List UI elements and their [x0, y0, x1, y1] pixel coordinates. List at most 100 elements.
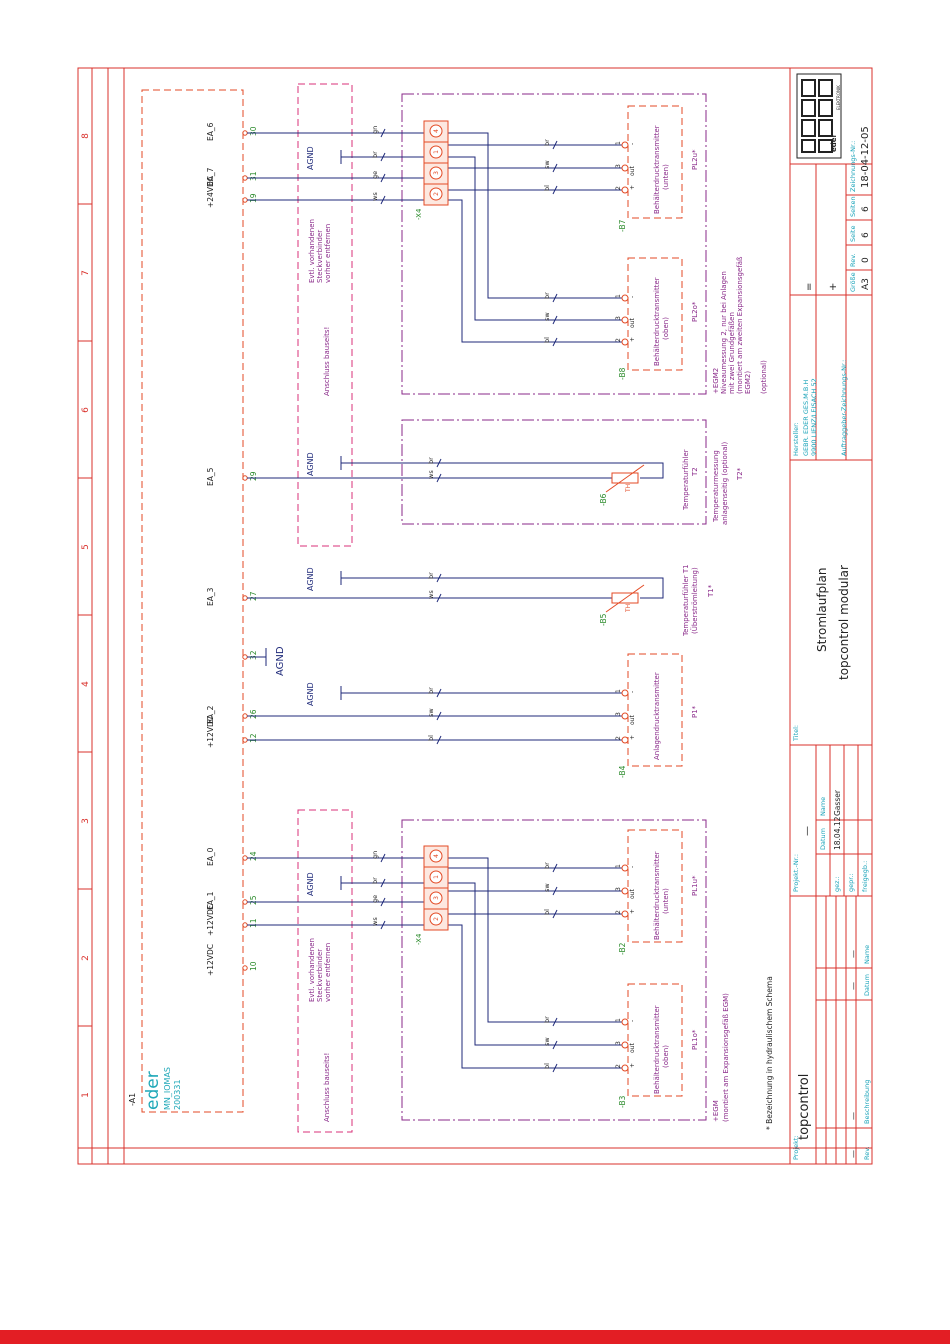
- name-value: Gasser: [833, 789, 842, 816]
- device-name: Behälterdrucktransmitter: [653, 1005, 661, 1094]
- wire-color: sw: [543, 312, 551, 321]
- wire-color: sw: [543, 160, 551, 169]
- title-block: [789, 67, 873, 1165]
- temp-sensor-b6: TH -B6 Temperaturfühler T2 Temperaturmes…: [599, 441, 744, 525]
- projekt-value: topcontrol: [797, 1074, 812, 1140]
- wire-color: sw: [427, 708, 435, 717]
- terminal-27: 27 EA_3: [206, 587, 258, 606]
- column-number: 2: [81, 955, 91, 961]
- name-label: Name: [819, 797, 827, 816]
- terminal-number: 31: [249, 171, 258, 181]
- anschluss-label: Anschluss bauseits!: [323, 1053, 331, 1122]
- connector-pin: 1: [433, 875, 440, 879]
- egm-title: +EGM: [712, 1100, 720, 1122]
- sensor-id: T2*: [736, 467, 744, 481]
- hersteller-line1: GEBR. EDER GES.M.B.H: [802, 380, 810, 456]
- wire-color: ws: [371, 192, 379, 201]
- wire-color: br: [427, 572, 435, 579]
- sensor-sub: (Überströmleitung): [690, 567, 699, 634]
- pin-sign: -: [629, 691, 636, 693]
- module-ref: -A1: [128, 1093, 137, 1106]
- column-number: 7: [81, 270, 91, 276]
- terminal-number: 24: [249, 851, 258, 861]
- pin-sign: -: [629, 296, 636, 298]
- sensor-name: Temperaturfühler: [682, 449, 690, 511]
- terminal-signal: EA_6: [206, 122, 215, 141]
- column-number: 3: [81, 818, 91, 824]
- seiten-value: 6: [861, 206, 871, 212]
- terminal-signal: EA_3: [206, 587, 215, 606]
- wire-color: br: [543, 139, 551, 146]
- egm2-line: (optional): [760, 360, 768, 394]
- datum-dash: —: [849, 982, 858, 990]
- terminal-29: 29 EA_5: [206, 467, 258, 486]
- terminal-31: 31 EA_7: [206, 167, 258, 186]
- device-ref: -B3: [618, 1095, 627, 1108]
- pin-number: 3: [615, 1041, 622, 1045]
- anschluss-label: Anschluss bauseits!: [323, 327, 331, 396]
- pin-number: 1: [615, 294, 622, 298]
- device-b8: 1 3 2 - out + -B8 Behälterdrucktransmitt…: [615, 257, 699, 380]
- sensor-id: T1*: [707, 584, 715, 598]
- logo-text: eder: [830, 133, 838, 152]
- connector-ref: -X4: [415, 208, 423, 220]
- connector-x4-top: 4 1 3 2 -X4: [415, 120, 449, 220]
- column-number: 6: [81, 407, 91, 413]
- projekt-nr-value: —: [802, 826, 813, 836]
- pin-sign: -: [629, 866, 636, 868]
- terminal-number: 30: [249, 126, 258, 136]
- datum-col-label: Datum: [863, 974, 871, 996]
- evtl-line: vorher entfernen: [324, 943, 332, 1002]
- beschreibung-dash: —: [849, 1112, 858, 1120]
- terminal-25: 25 EA_1: [206, 891, 258, 910]
- agnd-label: AGND: [306, 452, 315, 476]
- datum-label: Datum: [819, 828, 827, 850]
- egm2-line: mit zwei Grundgefäßen: [728, 312, 736, 394]
- terminal-signal: +12VDC: [206, 944, 215, 976]
- hersteller-line2: 9900 LIENZ/LEISACH 52: [810, 378, 818, 456]
- terminal-signal: EA_0: [206, 847, 215, 866]
- terminal-26: 26 EA_2: [206, 705, 258, 724]
- terminal-10: 10 +12VDC: [206, 944, 258, 976]
- connector-pin: 2: [433, 192, 440, 196]
- egm2-line: EGM2): [744, 371, 752, 394]
- wire-color: ge: [371, 171, 379, 179]
- terminal-signal: EA_5: [206, 467, 215, 486]
- wire-color: bl: [543, 1063, 551, 1069]
- device-ref: -B8: [618, 367, 627, 380]
- wire-color: bl: [543, 185, 551, 191]
- terminal-number: 27: [249, 591, 258, 601]
- terminal-signal: EA_7: [206, 167, 215, 186]
- pin-number: 1: [615, 689, 622, 693]
- terminal-number: 19: [249, 193, 258, 203]
- terminal-number: 26: [249, 709, 258, 719]
- agnd-terminal-32: [247, 648, 267, 666]
- terminal-number: 32: [249, 650, 258, 660]
- rev2-label: Rev.: [849, 253, 857, 267]
- wire-color: br: [371, 151, 379, 158]
- agnd-label: AGND: [306, 567, 315, 591]
- terminal-number: 11: [249, 918, 258, 928]
- title-block-text: Projekt: topcontrol Projekt.-Nr.: — Datu…: [792, 126, 871, 1160]
- column-number: 4: [81, 681, 91, 687]
- device-id: PL2o*: [691, 301, 699, 322]
- pin-number: 1: [615, 864, 622, 868]
- connector-ref: -X4: [415, 933, 423, 945]
- agnd-symbol-labels: AGND AGND AGND AGND AGND: [306, 146, 315, 896]
- wire-color: br: [371, 877, 379, 884]
- terminal-signal: +24VDC: [206, 176, 215, 208]
- wire-color: ge: [371, 895, 379, 903]
- connector-pin: 4: [433, 854, 440, 858]
- terminal-32: 32: [242, 650, 258, 660]
- device-b2: 1 3 2 - out + -B2 Behälterdrucktransmitt…: [615, 829, 699, 955]
- column-number: 8: [81, 133, 91, 139]
- pin-sign: -: [629, 1020, 636, 1022]
- titel-label: Titel:: [792, 725, 800, 742]
- wire-color: gn: [371, 851, 379, 859]
- footnote: * Bezeichnung in hydraulischem Schema: [765, 976, 774, 1130]
- wire-color: br: [427, 457, 435, 464]
- terminal-number: 29: [249, 471, 258, 481]
- projekt-label: Projekt:: [792, 1135, 800, 1160]
- terminal-30: 30 EA_6: [206, 122, 258, 141]
- evtl-line: Steckverbinder: [316, 949, 324, 1002]
